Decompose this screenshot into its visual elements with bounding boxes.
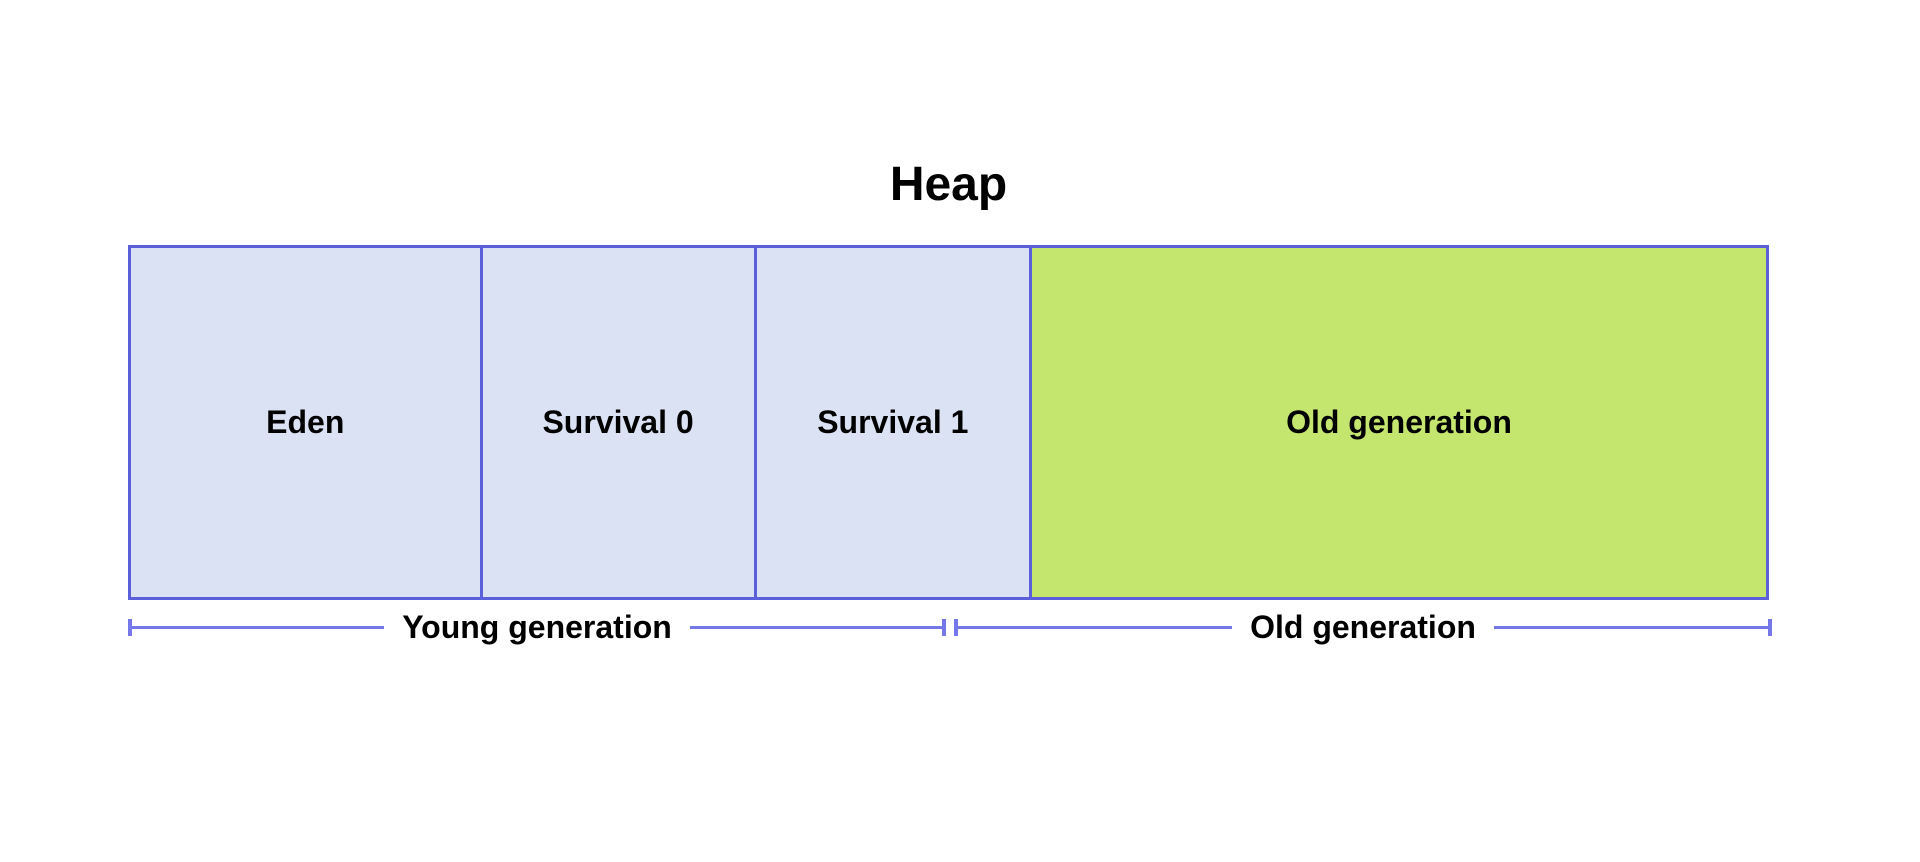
section-survival-1: Survival 1 xyxy=(753,248,1029,597)
bracket-line xyxy=(689,625,942,629)
bracket-right-tick xyxy=(942,618,946,636)
diagram-title: Heap xyxy=(889,158,1008,211)
section-eden: Eden xyxy=(131,248,480,597)
bracket-left-tick xyxy=(128,618,132,636)
bracket-old-generation-label: Old generation xyxy=(1250,608,1476,645)
heap-box: Eden Survival 0 Survival 1 Old generatio… xyxy=(128,245,1769,600)
bracket-line xyxy=(958,625,1233,629)
section-eden-label: Eden xyxy=(266,404,345,440)
bracket-young-generation-label: Young generation xyxy=(402,608,672,645)
section-survival-1-label: Survival 1 xyxy=(817,404,969,440)
bracket-old-generation: Old generation xyxy=(954,608,1773,646)
section-old-generation-label: Old generation xyxy=(1286,404,1512,440)
section-survival-0-label: Survival 0 xyxy=(542,404,694,440)
section-old-generation: Old generation xyxy=(1028,248,1766,597)
section-survival-0: Survival 0 xyxy=(479,248,754,597)
bracket-left-tick xyxy=(954,618,958,636)
bracket-young-generation: Young generation xyxy=(128,608,946,646)
bracket-right-tick xyxy=(1768,618,1773,636)
bracket-line xyxy=(1493,625,1769,629)
bracket-line xyxy=(132,625,385,629)
